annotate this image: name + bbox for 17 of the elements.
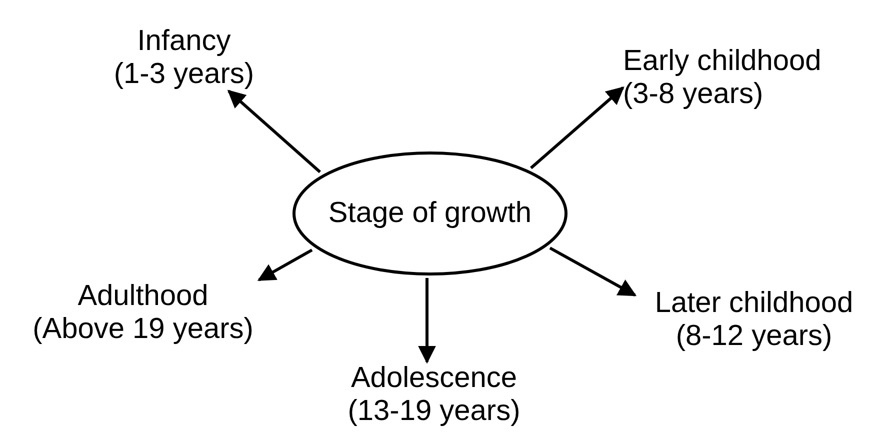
arrow — [530, 86, 624, 170]
age-range: (13-19 years) — [346, 395, 522, 428]
arrow — [418, 278, 436, 364]
stage-label: Adulthood — [76, 280, 210, 313]
age-range: (1-3 years) — [112, 58, 256, 91]
stage-label: Stage of growth — [328, 197, 532, 230]
age-range: (Above 19 years) — [32, 313, 254, 346]
arrow — [227, 90, 321, 174]
arrow — [257, 248, 313, 282]
stage-label: Adolescence — [350, 362, 518, 395]
age-range: (8-12 years) — [674, 320, 834, 353]
stage-label: Early childhood — [623, 45, 822, 78]
stage-label: Infancy — [136, 25, 232, 58]
stage-label: Later childhood — [654, 287, 854, 320]
ellipse-node — [292, 151, 568, 276]
age-range: (3-8 years) — [623, 78, 764, 111]
arrow — [549, 246, 637, 297]
